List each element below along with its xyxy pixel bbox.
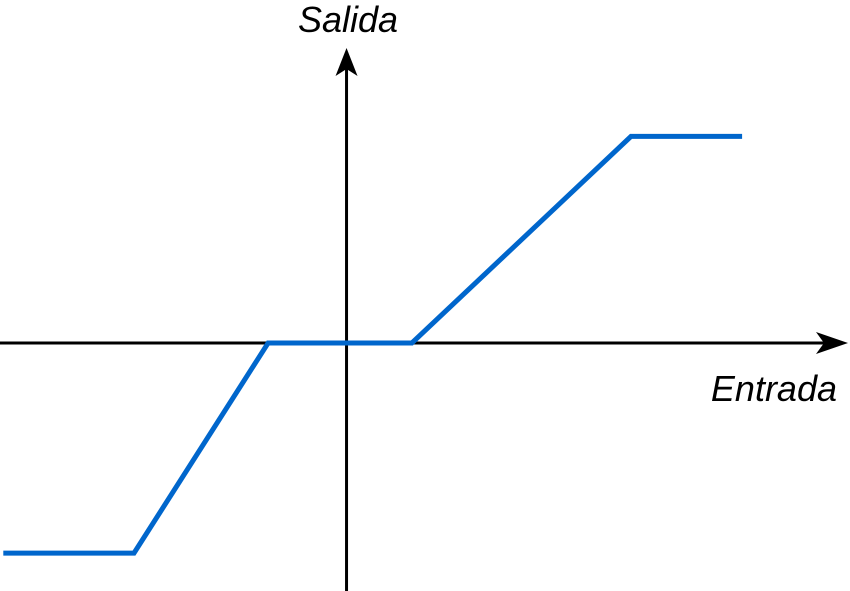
x-axis-arrow: [816, 332, 848, 355]
y-axis-arrow: [335, 48, 358, 76]
y-axis-label: Salida: [298, 0, 398, 40]
x-axis-label: Entrada: [711, 368, 837, 409]
series-line: [3, 133, 743, 556]
